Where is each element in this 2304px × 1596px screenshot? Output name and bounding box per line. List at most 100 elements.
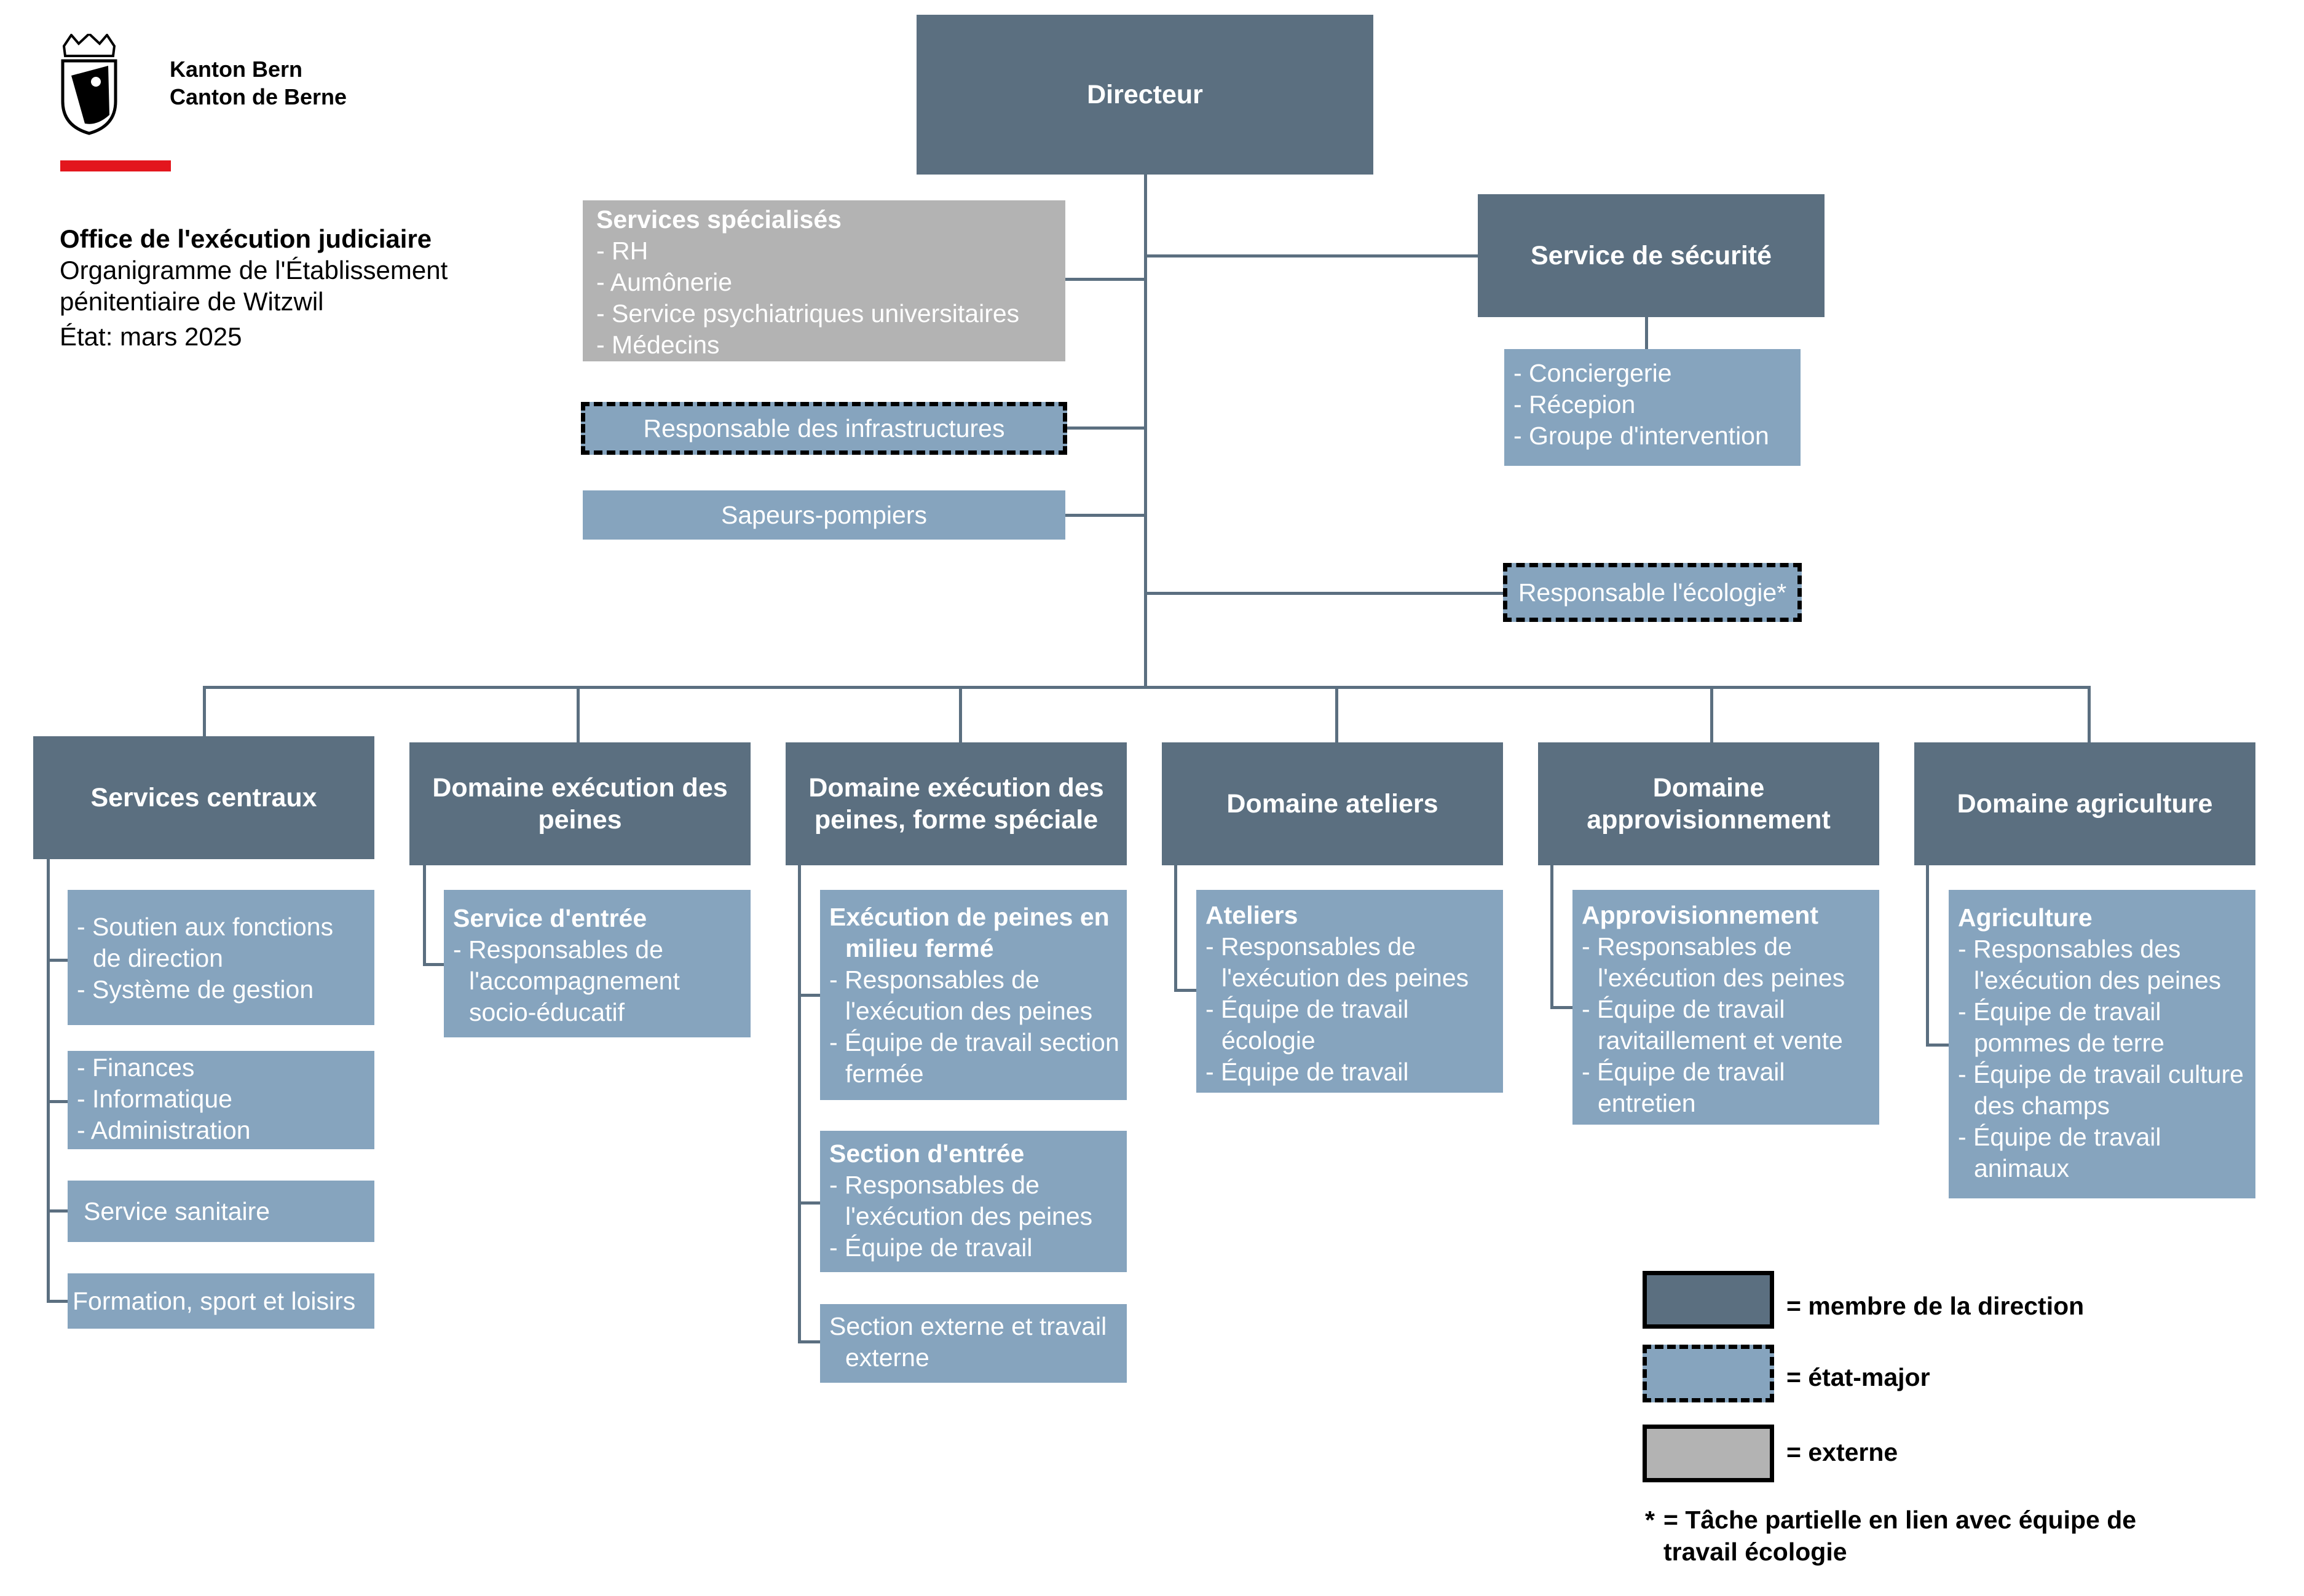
- domain-title: Domaine exécution des peines, forme spéc…: [808, 773, 1104, 835]
- legend-swatch-external: [1643, 1425, 1774, 1482]
- domain-title: Domaine approvisionnement: [1587, 773, 1831, 835]
- list-item: - Équipe de travail section fermée: [829, 1028, 1119, 1088]
- domain-title: Domaine ateliers: [1226, 789, 1438, 819]
- connector-line: [1550, 865, 1553, 1009]
- connector-line: [577, 686, 580, 742]
- sub-box-label: Section externe et travail externe: [829, 1312, 1107, 1372]
- connector-line: [47, 1100, 68, 1103]
- connector-line: [1645, 316, 1648, 349]
- list-item: - Équipe de travail culture des champs: [1958, 1060, 2244, 1120]
- legend-label-direction: = membre de la direction: [1786, 1292, 2085, 1320]
- services-specialises-box: Services spécialisés - RH - Aumônerie - …: [583, 200, 1065, 361]
- connector-line: [47, 1300, 68, 1303]
- list-item: - Responsables de l'exécution des peines: [829, 965, 1093, 1025]
- sub-box-service-sanitaire: Service sanitaire: [68, 1181, 374, 1242]
- domain-title: Domaine exécution des peines: [432, 773, 728, 835]
- list-item: - Responsables de l'exécution des peines: [829, 1171, 1093, 1230]
- pompiers-label: Sapeurs-pompiers: [721, 500, 927, 529]
- sub-box-formation: Formation, sport et loisirs: [68, 1273, 374, 1329]
- sub-box-service-entree: Service d'entrée - Responsables de l'acc…: [444, 890, 751, 1037]
- connector-line: [2088, 686, 2091, 742]
- sub-box-ateliers: Ateliers - Responsables de l'exécution d…: [1196, 890, 1503, 1117]
- list-item: - Équipe de travail pommes de terre: [1958, 997, 2164, 1057]
- connector-line: [959, 686, 962, 742]
- sub-box-title: Service d'entrée: [453, 904, 647, 932]
- legend-swatch-direction: [1643, 1271, 1774, 1329]
- domain-approvisionnement: Domaine approvisionnement: [1538, 742, 1879, 865]
- canton-name-fr: Canton de Berne: [170, 84, 347, 109]
- list-item: - Équipe de travail animaux: [1958, 1123, 2161, 1182]
- list-item: - RH: [596, 237, 649, 265]
- sub-box-title: Exécution de peines en milieu fermé: [829, 903, 1110, 962]
- connector-line: [1065, 278, 1145, 281]
- domain-forme-speciale: Domaine exécution des peines, forme spéc…: [786, 742, 1127, 865]
- connector-line: [1174, 989, 1196, 992]
- pompiers-box: Sapeurs-pompiers: [583, 490, 1065, 540]
- legend-label-external: = externe: [1786, 1438, 1898, 1466]
- connector-line: [47, 859, 50, 1303]
- sub-box-section-externe: Section externe et travail externe: [820, 1304, 1127, 1383]
- legend-note-marker: *: [1645, 1506, 1655, 1534]
- list-item: - Médecins: [596, 331, 720, 359]
- list-item: - Responsables de l'exécution des peines: [1205, 932, 1469, 992]
- connector-line: [798, 1340, 821, 1343]
- canton-name-de: Kanton Bern: [170, 57, 302, 82]
- directeur-label: Directeur: [1087, 80, 1203, 109]
- infrastructures-label: Responsable des infrastructures: [643, 414, 1005, 442]
- connector-line: [1174, 865, 1177, 992]
- connector-line: [1550, 1006, 1573, 1009]
- state-date: État: mars 2025: [60, 322, 242, 351]
- list-item: - Équipe de travail ravitaillement et ve…: [1582, 995, 1843, 1055]
- list-item: - Récepion: [1513, 390, 1636, 419]
- office-title: Office de l'exécution judiciaire: [60, 224, 432, 253]
- legend-label-staff: = état-major: [1786, 1363, 1930, 1391]
- accent-bar: [60, 160, 171, 171]
- sub-box-title: Approvisionnement: [1582, 901, 1818, 929]
- subtitle-line-2: pénitentiaire de Witzwil: [60, 287, 324, 316]
- connector-line: [1145, 254, 1478, 257]
- legend-note-line-2: travail écologie: [1663, 1538, 1847, 1566]
- sub-box-milieu-ferme: Exécution de peines en milieu fermé - Re…: [820, 890, 1127, 1100]
- connector-line: [798, 1201, 821, 1205]
- domain-execution-peines: Domaine exécution des peines: [409, 742, 751, 865]
- connector-line: [1065, 427, 1145, 430]
- list-item: - Équipe de travail écologie: [1205, 995, 1409, 1055]
- sub-box-approvisionnement: Approvisionnement - Responsables de l'ex…: [1572, 890, 1879, 1125]
- connector-line: [1145, 592, 1505, 595]
- connector-line: [1926, 865, 1929, 1047]
- list-item: - Aumônerie: [596, 268, 733, 296]
- sub-box-title: Agriculture: [1958, 903, 2093, 932]
- directeur-box: Directeur: [917, 15, 1373, 175]
- list-item: - Groupe d'intervention: [1513, 422, 1769, 450]
- domain-agriculture: Domaine agriculture: [1914, 742, 2255, 865]
- sub-box-section-entree: Section d'entrée - Responsables de l'exé…: [820, 1131, 1127, 1272]
- connector-line: [47, 1209, 68, 1213]
- sub-box-title: Ateliers: [1205, 901, 1298, 929]
- list-item: - Équipe de travail: [829, 1233, 1033, 1262]
- connector-line: [1335, 686, 1338, 742]
- sub-box-label: Service sanitaire: [84, 1197, 270, 1225]
- connector-line: [203, 686, 206, 736]
- list-item: - Service psychiatriques universitaires: [596, 299, 1020, 328]
- connector-line: [1710, 686, 1713, 742]
- legend-swatch-staff: [1643, 1345, 1774, 1402]
- domain-title: Services centraux: [90, 783, 317, 812]
- domain-services-centraux: Services centraux: [33, 736, 374, 859]
- legend-note-line-1: = Tâche partielle en lien avec équipe de: [1663, 1506, 2137, 1534]
- sub-box-label: Formation, sport et loisirs: [73, 1286, 356, 1315]
- securite-sub-box: - Conciergerie - Récepion - Groupe d'int…: [1504, 349, 1801, 466]
- domain-title: Domaine agriculture: [1957, 789, 2213, 819]
- connector-line: [423, 963, 444, 966]
- list-item: - Équipe de travail entretien: [1582, 1058, 1785, 1117]
- securite-title: Service de sécurité: [1530, 241, 1772, 270]
- list-item: - Responsables de l'accompagnement socio…: [453, 935, 680, 1026]
- sub-box-agriculture: Agriculture - Responsables des l'exécuti…: [1949, 890, 2255, 1198]
- services-specialises-title: Services spécialisés: [596, 205, 842, 234]
- connector-line: [1065, 514, 1145, 517]
- list-item: - Soutien aux fonctions de direction: [77, 913, 334, 972]
- connector-line: [1144, 175, 1147, 688]
- sub-box-finances: - Finances - Informatique - Administrati…: [68, 1051, 374, 1149]
- infrastructures-box: Responsable des infrastructures: [581, 402, 1067, 455]
- list-item: - Équipe de travail ateliers: [1205, 1058, 1409, 1117]
- list-item: - Conciergerie: [1513, 359, 1672, 387]
